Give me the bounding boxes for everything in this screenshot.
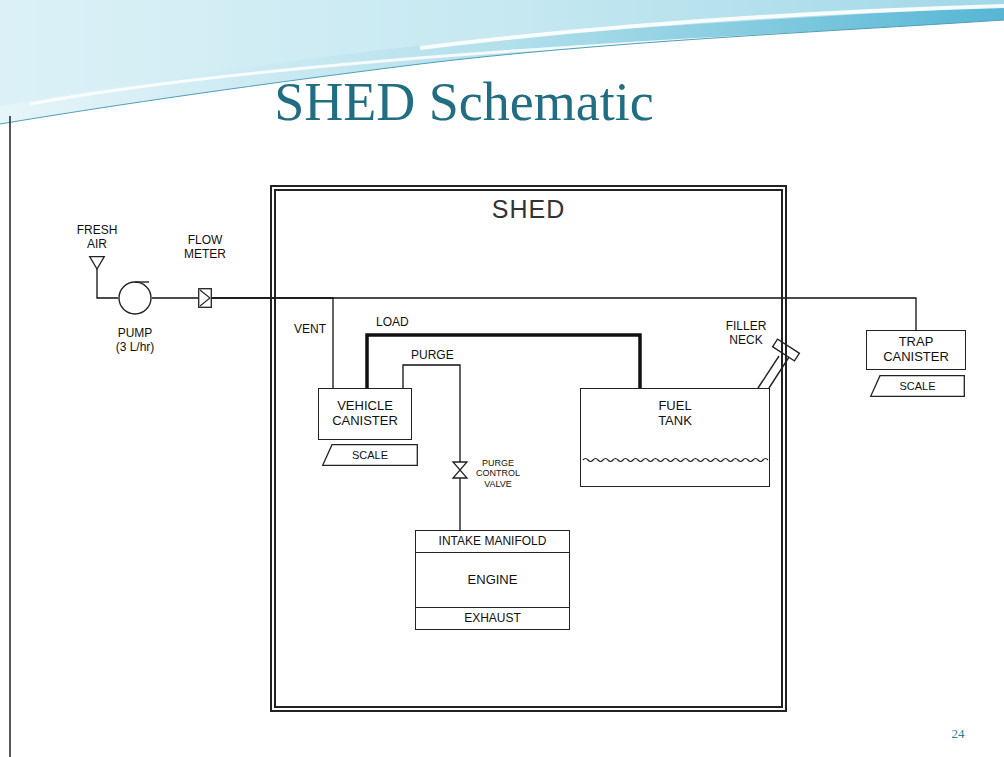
flow-meter: FLOW METER <box>198 288 212 308</box>
funnel-outline <box>89 256 105 269</box>
fuel-tank: FUEL TANK <box>580 388 770 487</box>
header-swoosh <box>420 6 1004 48</box>
meter-float <box>200 290 210 306</box>
fresh-air-inlet: FRESH AIR <box>89 256 105 269</box>
meter-outline <box>198 288 212 308</box>
slide-title: SHED Schematic <box>224 70 704 135</box>
connector-line <box>97 269 118 298</box>
valve-label: PURGE CONTROL VALVE <box>473 458 523 489</box>
slide-number: 24 <box>944 727 972 742</box>
manifold-band: INTAKE MANIFOLD <box>416 531 569 553</box>
scale: SCALE <box>870 375 965 397</box>
line-label: VENT <box>293 323 327 337</box>
purge-valve-symbol <box>453 462 467 478</box>
connector-line <box>367 335 640 388</box>
engine-label: ENGINE <box>416 553 569 607</box>
connector-line <box>152 297 198 298</box>
vehicle-canister: VEHICLE CANISTER <box>318 388 412 440</box>
filler-neck-tube <box>758 356 779 388</box>
fuel-level-wave <box>583 459 768 462</box>
pump-symbol <box>119 282 151 314</box>
filler-neck-label: FILLER NECK <box>720 320 772 348</box>
shed-enclosure: SHED VEHICLE CANISTER SCALE FUEL TANK INTAKE… <box>270 185 787 712</box>
circle-outline <box>118 281 152 315</box>
fuel-tank-label: FUEL TANK <box>649 399 701 429</box>
vehicle-canister-label: VEHICLE CANISTER <box>325 399 405 429</box>
shed-enclosure-label: SHED <box>276 195 781 224</box>
scale-label: SCALE <box>330 449 410 462</box>
pump-outlet <box>135 281 149 282</box>
exhaust-band: EXHAUST <box>416 607 569 629</box>
pump: PUMP (3 L/hr) <box>118 281 152 315</box>
fresh-air-inlet-label: FRESH AIR <box>74 224 120 252</box>
scale-outline <box>323 445 418 466</box>
scale-outline <box>871 376 965 397</box>
meter-body <box>199 289 212 308</box>
scale: SCALE <box>322 444 418 466</box>
trap-canister: TRAP CANISTER <box>866 330 966 370</box>
line-label: PURGE <box>410 349 455 363</box>
scale-label: SCALE <box>878 380 958 393</box>
flow-meter-label: FLOW METER <box>180 234 230 262</box>
line-label: LOAD <box>375 316 410 330</box>
engine: INTAKE MANIFOLDENGINEEXHAUST <box>415 530 570 630</box>
filler-neck-tube <box>769 354 791 388</box>
pump-label: PUMP (3 L/hr) <box>112 327 158 355</box>
slide-frame <box>9 116 11 757</box>
inlet-symbol <box>90 257 105 269</box>
trap-canister-label: TRAP CANISTER <box>874 335 958 365</box>
